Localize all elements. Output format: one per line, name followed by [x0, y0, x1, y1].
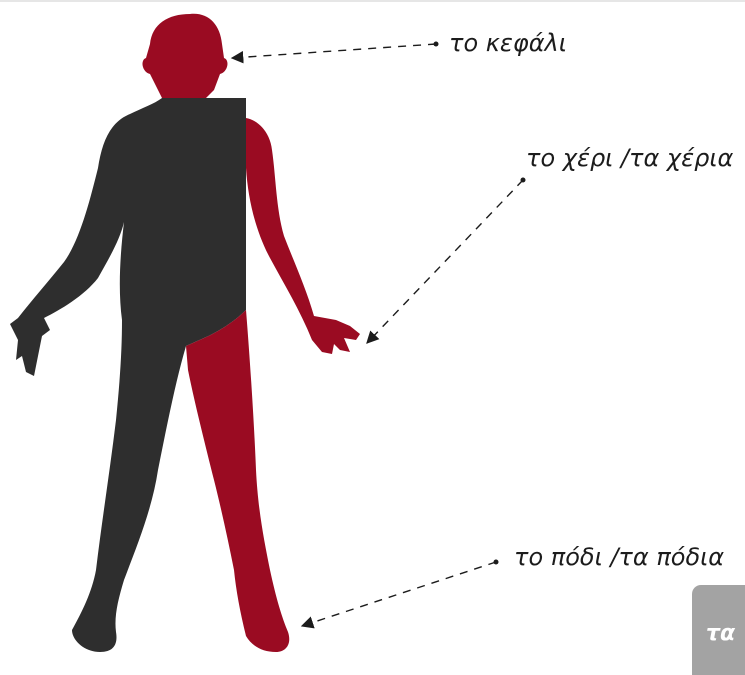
- right-arm-highlight: [246, 118, 360, 354]
- foot-pointer-dot: [494, 560, 499, 565]
- head-pointer-dot: [434, 42, 439, 47]
- hand-pointer-dot: [521, 178, 526, 183]
- label-head: το κεφάλι: [449, 31, 567, 55]
- corner-tab: τα: [692, 585, 745, 675]
- right-leg-highlight: [186, 310, 289, 652]
- label-hand: το χέρι /τα χέρια: [526, 146, 733, 170]
- head-pointer-line: [232, 44, 436, 58]
- label-foot: το πόδι /τα πόδια: [514, 545, 724, 569]
- hand-pointer-line: [367, 180, 523, 343]
- head-highlight: [143, 14, 228, 98]
- corner-tab-text: τα: [706, 621, 735, 646]
- foot-pointer-line: [302, 562, 496, 626]
